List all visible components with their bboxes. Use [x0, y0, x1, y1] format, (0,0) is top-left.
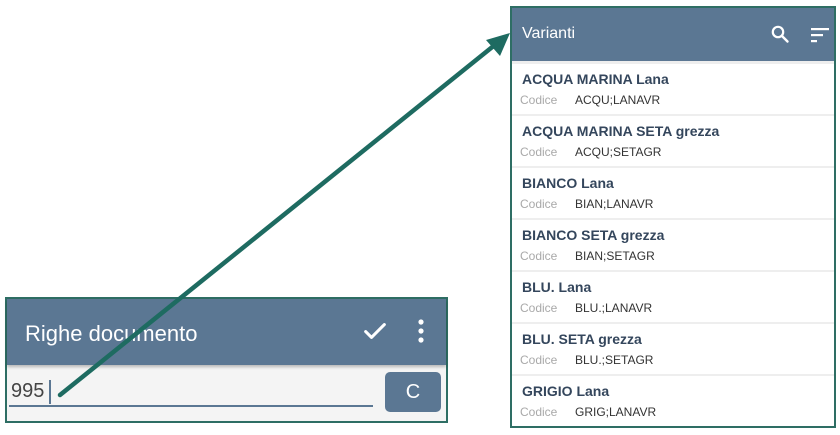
item-name: GRIGIO Lana	[522, 383, 610, 399]
page-title: Varianti	[522, 25, 576, 42]
code-value: BIAN;LANAVR	[575, 197, 654, 211]
code-value: ACQU;SETAGR	[575, 145, 662, 159]
code-label: Codice	[520, 301, 558, 315]
code-value: BLU.;LANAVR	[575, 301, 653, 315]
list-item[interactable]: ACQUA MARINA SETA grezza Codice ACQU;SET…	[512, 116, 834, 166]
item-name: ACQUA MARINA SETA grezza	[522, 123, 720, 139]
list-item[interactable]: BIANCO Lana Codice BIAN;LANAVR	[512, 168, 834, 218]
check-icon[interactable]	[361, 317, 389, 345]
code-value: GRIG;LANAVR	[575, 405, 657, 419]
variants-list: ACQUA MARINA Lana Codice ACQU;LANAVR ACQ…	[512, 64, 834, 426]
code-value: BIAN;SETAGR	[575, 249, 655, 263]
app-bar: Varianti	[512, 8, 834, 61]
text-caret	[49, 380, 51, 404]
kebab-menu-icon[interactable]	[411, 317, 431, 345]
code-label: Codice	[520, 405, 558, 419]
arrow-head	[486, 33, 510, 56]
page-title: Righe documento	[25, 321, 198, 346]
code-label: Codice	[520, 197, 558, 211]
code-label: Codice	[520, 145, 558, 159]
item-name: ACQUA MARINA Lana	[522, 71, 669, 87]
list-item[interactable]: BLU. SETA grezza Codice BLU.;SETAGR	[512, 324, 834, 374]
code-label: Codice	[520, 249, 558, 263]
list-item[interactable]: BLU. Lana Codice BLU.;LANAVR	[512, 272, 834, 322]
list-item[interactable]: GRIGIO Lana Codice GRIG;LANAVR	[512, 376, 834, 426]
list-item[interactable]: ACQUA MARINA Lana Codice ACQU;LANAVR	[512, 64, 834, 114]
item-name: BIANCO Lana	[522, 175, 614, 191]
code-label: Codice	[520, 353, 558, 367]
search-icon[interactable]	[770, 24, 790, 44]
input-row: 995 C	[7, 365, 446, 423]
code-label: Codice	[520, 93, 558, 107]
list-item[interactable]: BIANCO SETA grezza Codice BIAN;SETAGR	[512, 220, 834, 270]
code-input[interactable]	[9, 381, 373, 407]
clear-button[interactable]: C	[385, 372, 441, 412]
code-input-value: 995	[11, 380, 45, 402]
varianti-screen: Varianti ACQUA MARINA Lana Codice ACQU;L…	[510, 6, 836, 428]
app-bar: Righe documento	[7, 299, 446, 365]
code-value: BLU.;SETAGR	[575, 353, 654, 367]
item-name: BLU. SETA grezza	[522, 331, 642, 347]
sort-icon[interactable]	[810, 26, 830, 44]
code-value: ACQU;LANAVR	[575, 93, 661, 107]
item-name: BIANCO SETA grezza	[522, 227, 665, 243]
item-name: BLU. Lana	[522, 279, 592, 295]
righe-documento-screen: Righe documento 995 C	[5, 297, 448, 423]
